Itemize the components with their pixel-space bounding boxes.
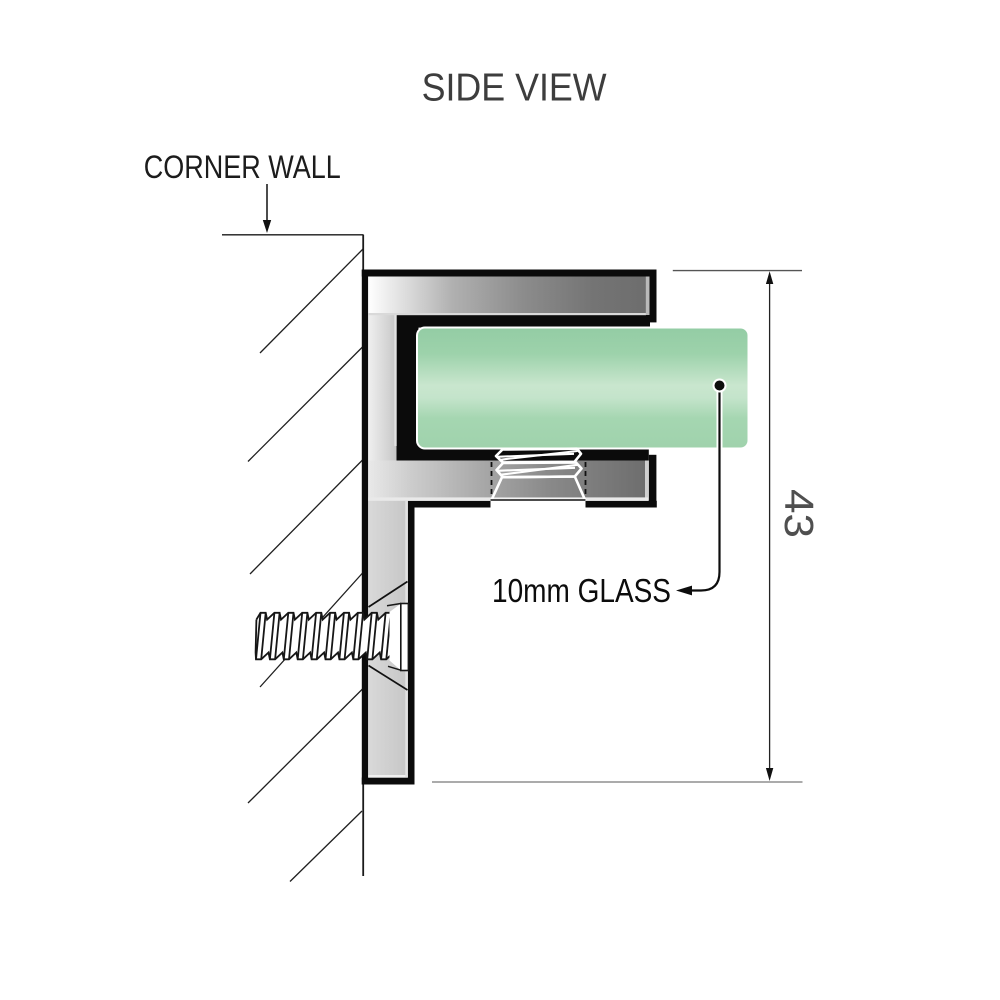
svg-text:CORNER WALL: CORNER WALL	[144, 149, 341, 185]
svg-text:43: 43	[776, 489, 822, 538]
svg-text:10mm GLASS: 10mm GLASS	[492, 572, 671, 609]
svg-text:SIDE VIEW: SIDE VIEW	[422, 66, 608, 109]
